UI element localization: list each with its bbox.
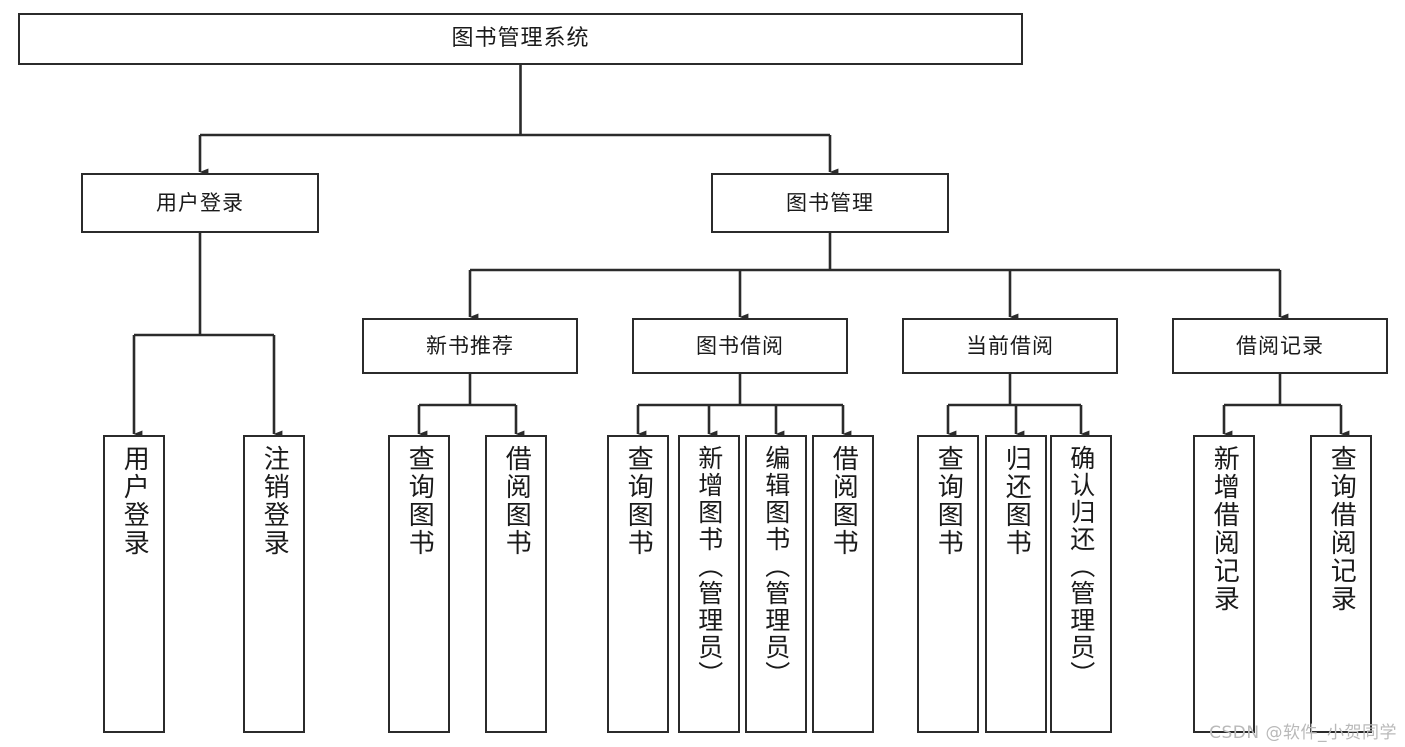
node-leaf-add-borrow-record[interactable]: 新增借阅记录 [1193, 435, 1255, 733]
node-leaf-user-login-label: 用户登录 [119, 445, 150, 557]
node-leaf-borrow-book-2[interactable]: 借阅图书 [812, 435, 874, 733]
node-leaf-add-book-admin-label: 新增图书（管理员） [694, 445, 724, 688]
node-leaf-return-book-label: 归还图书 [1001, 445, 1032, 557]
node-book-manage-label: 图书管理 [786, 190, 874, 215]
node-leaf-return-book[interactable]: 归还图书 [985, 435, 1047, 733]
node-leaf-logout[interactable]: 注销登录 [243, 435, 305, 733]
node-book-borrow[interactable]: 图书借阅 [632, 318, 848, 374]
node-leaf-borrow-book-2-label: 借阅图书 [828, 445, 859, 557]
node-root[interactable]: 图书管理系统 [18, 13, 1023, 65]
node-leaf-query-book-2[interactable]: 查询图书 [607, 435, 669, 733]
node-leaf-query-borrow-record[interactable]: 查询借阅记录 [1310, 435, 1372, 733]
node-leaf-query-borrow-record-label: 查询借阅记录 [1326, 445, 1357, 613]
node-leaf-borrow-book-1[interactable]: 借阅图书 [485, 435, 547, 733]
node-new-book-recommend-label: 新书推荐 [426, 333, 514, 358]
node-book-manage[interactable]: 图书管理 [711, 173, 949, 233]
node-user-login-label: 用户登录 [156, 190, 244, 215]
node-current-borrow[interactable]: 当前借阅 [902, 318, 1118, 374]
csdn-watermark: CSDN @软件_小贺同学 [1209, 723, 1397, 743]
node-user-login[interactable]: 用户登录 [81, 173, 319, 233]
node-leaf-query-book-1-label: 查询图书 [404, 445, 435, 557]
node-leaf-add-borrow-record-label: 新增借阅记录 [1209, 445, 1240, 613]
node-leaf-query-book-3[interactable]: 查询图书 [917, 435, 979, 733]
node-leaf-confirm-return-label: 确认归还（管理员） [1066, 445, 1096, 688]
node-leaf-query-book-2-label: 查询图书 [623, 445, 654, 557]
node-leaf-borrow-book-1-label: 借阅图书 [501, 445, 532, 557]
node-book-borrow-label: 图书借阅 [696, 333, 784, 358]
node-leaf-confirm-return[interactable]: 确认归还（管理员） [1050, 435, 1112, 733]
node-leaf-edit-book-admin[interactable]: 编辑图书（管理员） [745, 435, 807, 733]
node-leaf-query-book-3-label: 查询图书 [933, 445, 964, 557]
node-borrow-record-label: 借阅记录 [1236, 333, 1324, 358]
node-current-borrow-label: 当前借阅 [966, 333, 1054, 358]
node-leaf-query-book-1[interactable]: 查询图书 [388, 435, 450, 733]
node-borrow-record[interactable]: 借阅记录 [1172, 318, 1388, 374]
node-leaf-edit-book-admin-label: 编辑图书（管理员） [761, 445, 791, 688]
node-new-book-recommend[interactable]: 新书推荐 [362, 318, 578, 374]
node-leaf-logout-label: 注销登录 [259, 445, 290, 557]
node-root-label: 图书管理系统 [451, 26, 590, 52]
node-leaf-add-book-admin[interactable]: 新增图书（管理员） [678, 435, 740, 733]
node-leaf-user-login[interactable]: 用户登录 [103, 435, 165, 733]
